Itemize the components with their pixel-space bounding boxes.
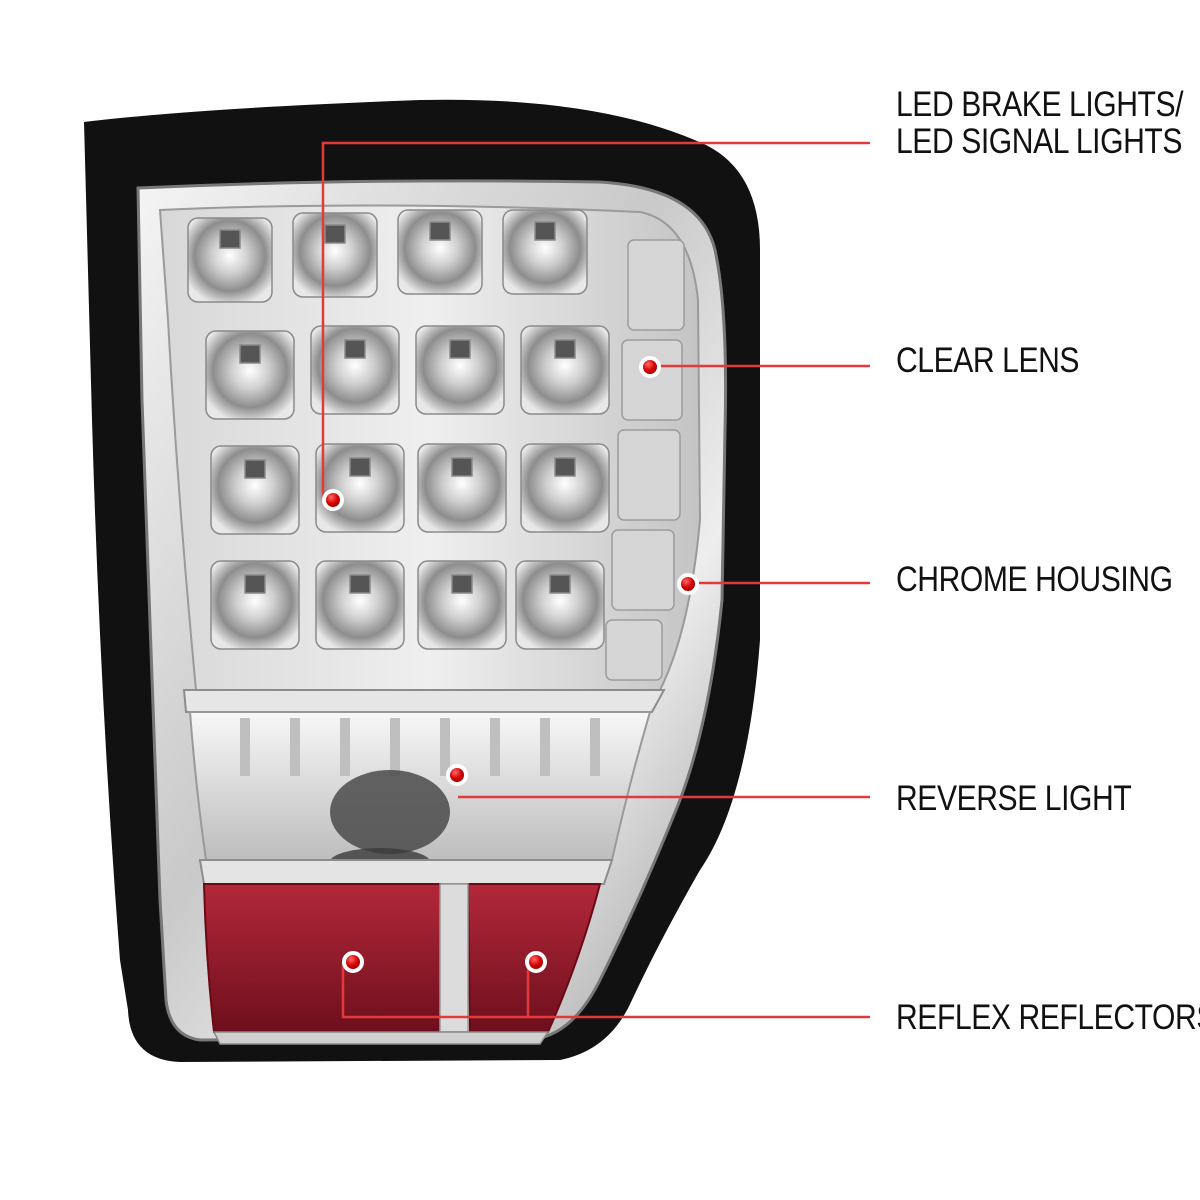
lower-bar <box>198 859 614 885</box>
bottom-chrome-lip <box>212 1031 550 1045</box>
callout-dot-reflector-right <box>525 951 547 973</box>
callout-reflex-reflectors-text: REFLEX REFLECTORS <box>896 998 1200 1037</box>
callout-led-line-2: LED SIGNAL LIGHTS <box>896 122 1182 161</box>
reverse-ribs <box>240 718 600 776</box>
callout-reverse-light-text: REVERSE LIGHT <box>896 779 1132 818</box>
callout-led-line-1: LED BRAKE LIGHTS/ <box>896 85 1184 124</box>
reflector-left <box>202 883 444 1033</box>
reflector-divider <box>439 883 469 1033</box>
callout-label-led-lights: LED BRAKE LIGHTS/ LED SIGNAL LIGHTS <box>896 85 1184 161</box>
callout-label-reverse-light: REVERSE LIGHT <box>896 779 1132 818</box>
leader-lines <box>321 141 870 1019</box>
callout-dot-reverse-light <box>446 764 468 786</box>
leader-line-led <box>321 141 870 500</box>
callout-dots <box>322 356 699 973</box>
callout-clear-lens-text: CLEAR LENS <box>896 341 1080 380</box>
reverse-bulb <box>330 770 450 854</box>
divider-bar <box>182 689 666 713</box>
callout-dot-reflector-left <box>342 951 364 973</box>
callout-chrome-housing-text: CHROME HOUSING <box>896 560 1173 599</box>
callout-dot-chrome-housing <box>677 573 699 595</box>
callout-label-chrome-housing: CHROME HOUSING <box>896 561 1173 598</box>
callout-dot-clear-lens <box>639 356 661 378</box>
callout-dot-led <box>322 489 344 511</box>
chrome-ribs <box>605 239 685 681</box>
led-array <box>187 209 610 650</box>
callout-label-clear-lens: CLEAR LENS <box>896 341 1080 380</box>
leader-line-reflector-left <box>341 962 870 1019</box>
callout-label-reflex-reflectors: REFLEX REFLECTORS <box>896 999 1200 1036</box>
